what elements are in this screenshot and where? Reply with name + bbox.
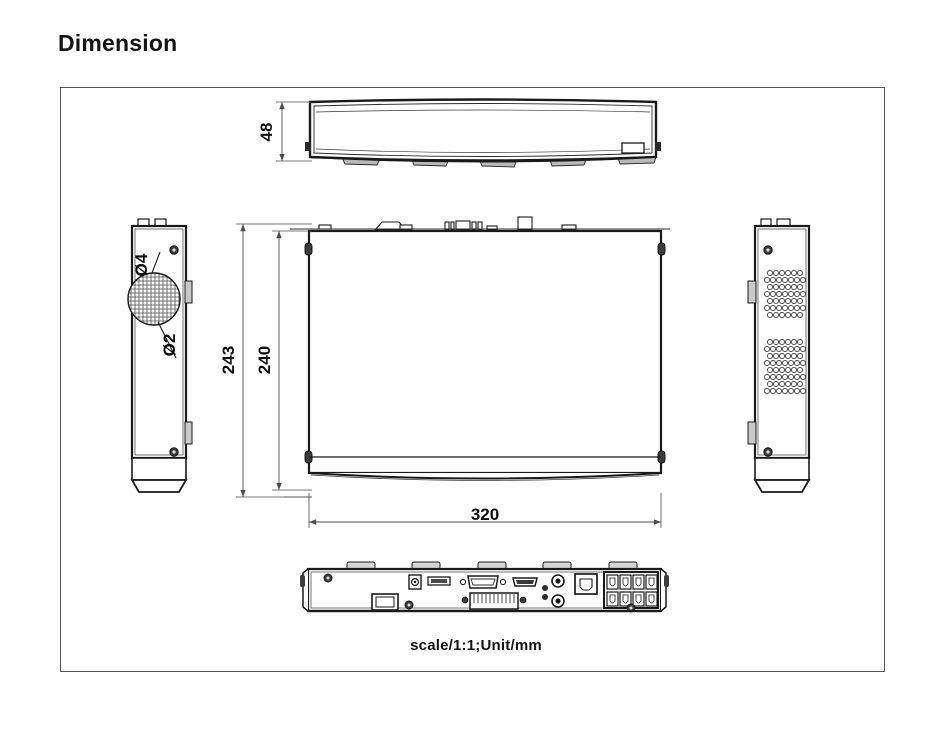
drawing-caption: scale/1:1;Unit/mm — [410, 637, 542, 654]
page-title: Dimension — [58, 30, 178, 56]
drawing-frame — [60, 87, 885, 672]
